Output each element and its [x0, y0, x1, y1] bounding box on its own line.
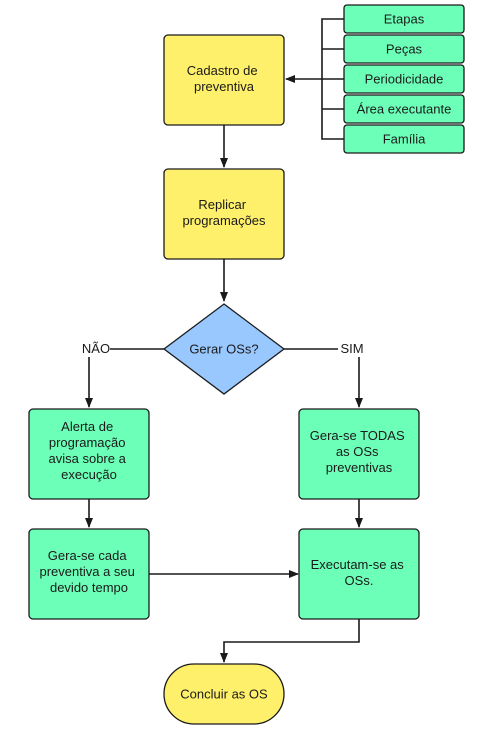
yes-branch-label: SIM: [340, 341, 363, 356]
cadastro-node-line: Cadastro de: [187, 63, 258, 78]
alerta-node-line: programação: [49, 435, 126, 450]
decision-node-label: Gerar OSs?: [189, 342, 258, 357]
gera-todas-node-line: preventivas: [326, 460, 393, 475]
gera-cada-node-line: Gera-se cada: [48, 548, 128, 563]
attribute-label-periodicidade: Periodicidade: [365, 72, 444, 87]
attribute-label-pecas: Peças: [386, 42, 423, 57]
executam-node: Executam-se as OSs.: [298, 528, 420, 620]
alerta-node-line: execução: [61, 467, 117, 482]
attribute-box-etapas: Etapas: [343, 4, 465, 34]
cadastro-node-line: preventiva: [194, 79, 255, 94]
gera-todas-node-line: as OSs: [336, 444, 379, 459]
connectors: [85, 18, 363, 663]
attribute-box-area-executante: Área executante: [343, 94, 465, 124]
gera-todas-node-label: Gera-se TODAS as OSs preventivas: [310, 428, 409, 475]
cadastro-node-label: Cadastro de preventiva: [187, 63, 261, 94]
attribute-label-familia: Família: [383, 132, 426, 147]
alerta-node-line: avisa sobre a: [49, 451, 127, 466]
executam-node-line: Executam-se as: [311, 557, 405, 572]
concluir-node-label: Concluir as OS: [180, 687, 268, 702]
replicar-node: Replicar programações: [163, 168, 285, 260]
attribute-box-familia: Família: [343, 124, 465, 154]
attribute-boxes: Etapas Peças Periodicidade Área executan…: [343, 4, 465, 154]
executam-node-line: OSs.: [345, 573, 374, 588]
gera-todas-node-line: Gera-se TODAS: [310, 428, 405, 443]
attribute-box-periodicidade: Periodicidade: [343, 64, 465, 94]
attribute-box-pecas: Peças: [343, 34, 465, 64]
executam-node-label: Executam-se as OSs.: [311, 557, 408, 588]
cadastro-node: Cadastro de preventiva: [163, 34, 285, 126]
gera-cada-node-line: devido tempo: [50, 580, 128, 595]
attribute-label-etapas: Etapas: [384, 12, 425, 27]
alerta-node-line: Alerta de: [61, 419, 113, 434]
no-branch-label: NÃO: [82, 341, 110, 356]
gera-cada-node: Gera-se cada preventiva a seu devido tem…: [28, 528, 150, 620]
gera-todas-node: Gera-se TODAS as OSs preventivas: [298, 408, 420, 500]
replicar-node-line: Replicar: [198, 197, 246, 212]
decision-node: Gerar OSs?: [162, 303, 286, 395]
alerta-node: Alerta de programação avisa sobre a exec…: [28, 408, 150, 500]
replicar-node-label: Replicar programações: [182, 197, 266, 228]
attribute-label-area-executante: Área executante: [357, 102, 452, 117]
replicar-node-line: programações: [182, 213, 266, 228]
alerta-node-label: Alerta de programação avisa sobre a exec…: [49, 419, 130, 482]
gera-cada-node-label: Gera-se cada preventiva a seu devido tem…: [39, 548, 138, 595]
gera-cada-node-line: preventiva a seu: [39, 564, 134, 579]
executam-to-concluir-arrow: [220, 619, 360, 663]
concluir-node: Concluir as OS: [163, 663, 285, 725]
